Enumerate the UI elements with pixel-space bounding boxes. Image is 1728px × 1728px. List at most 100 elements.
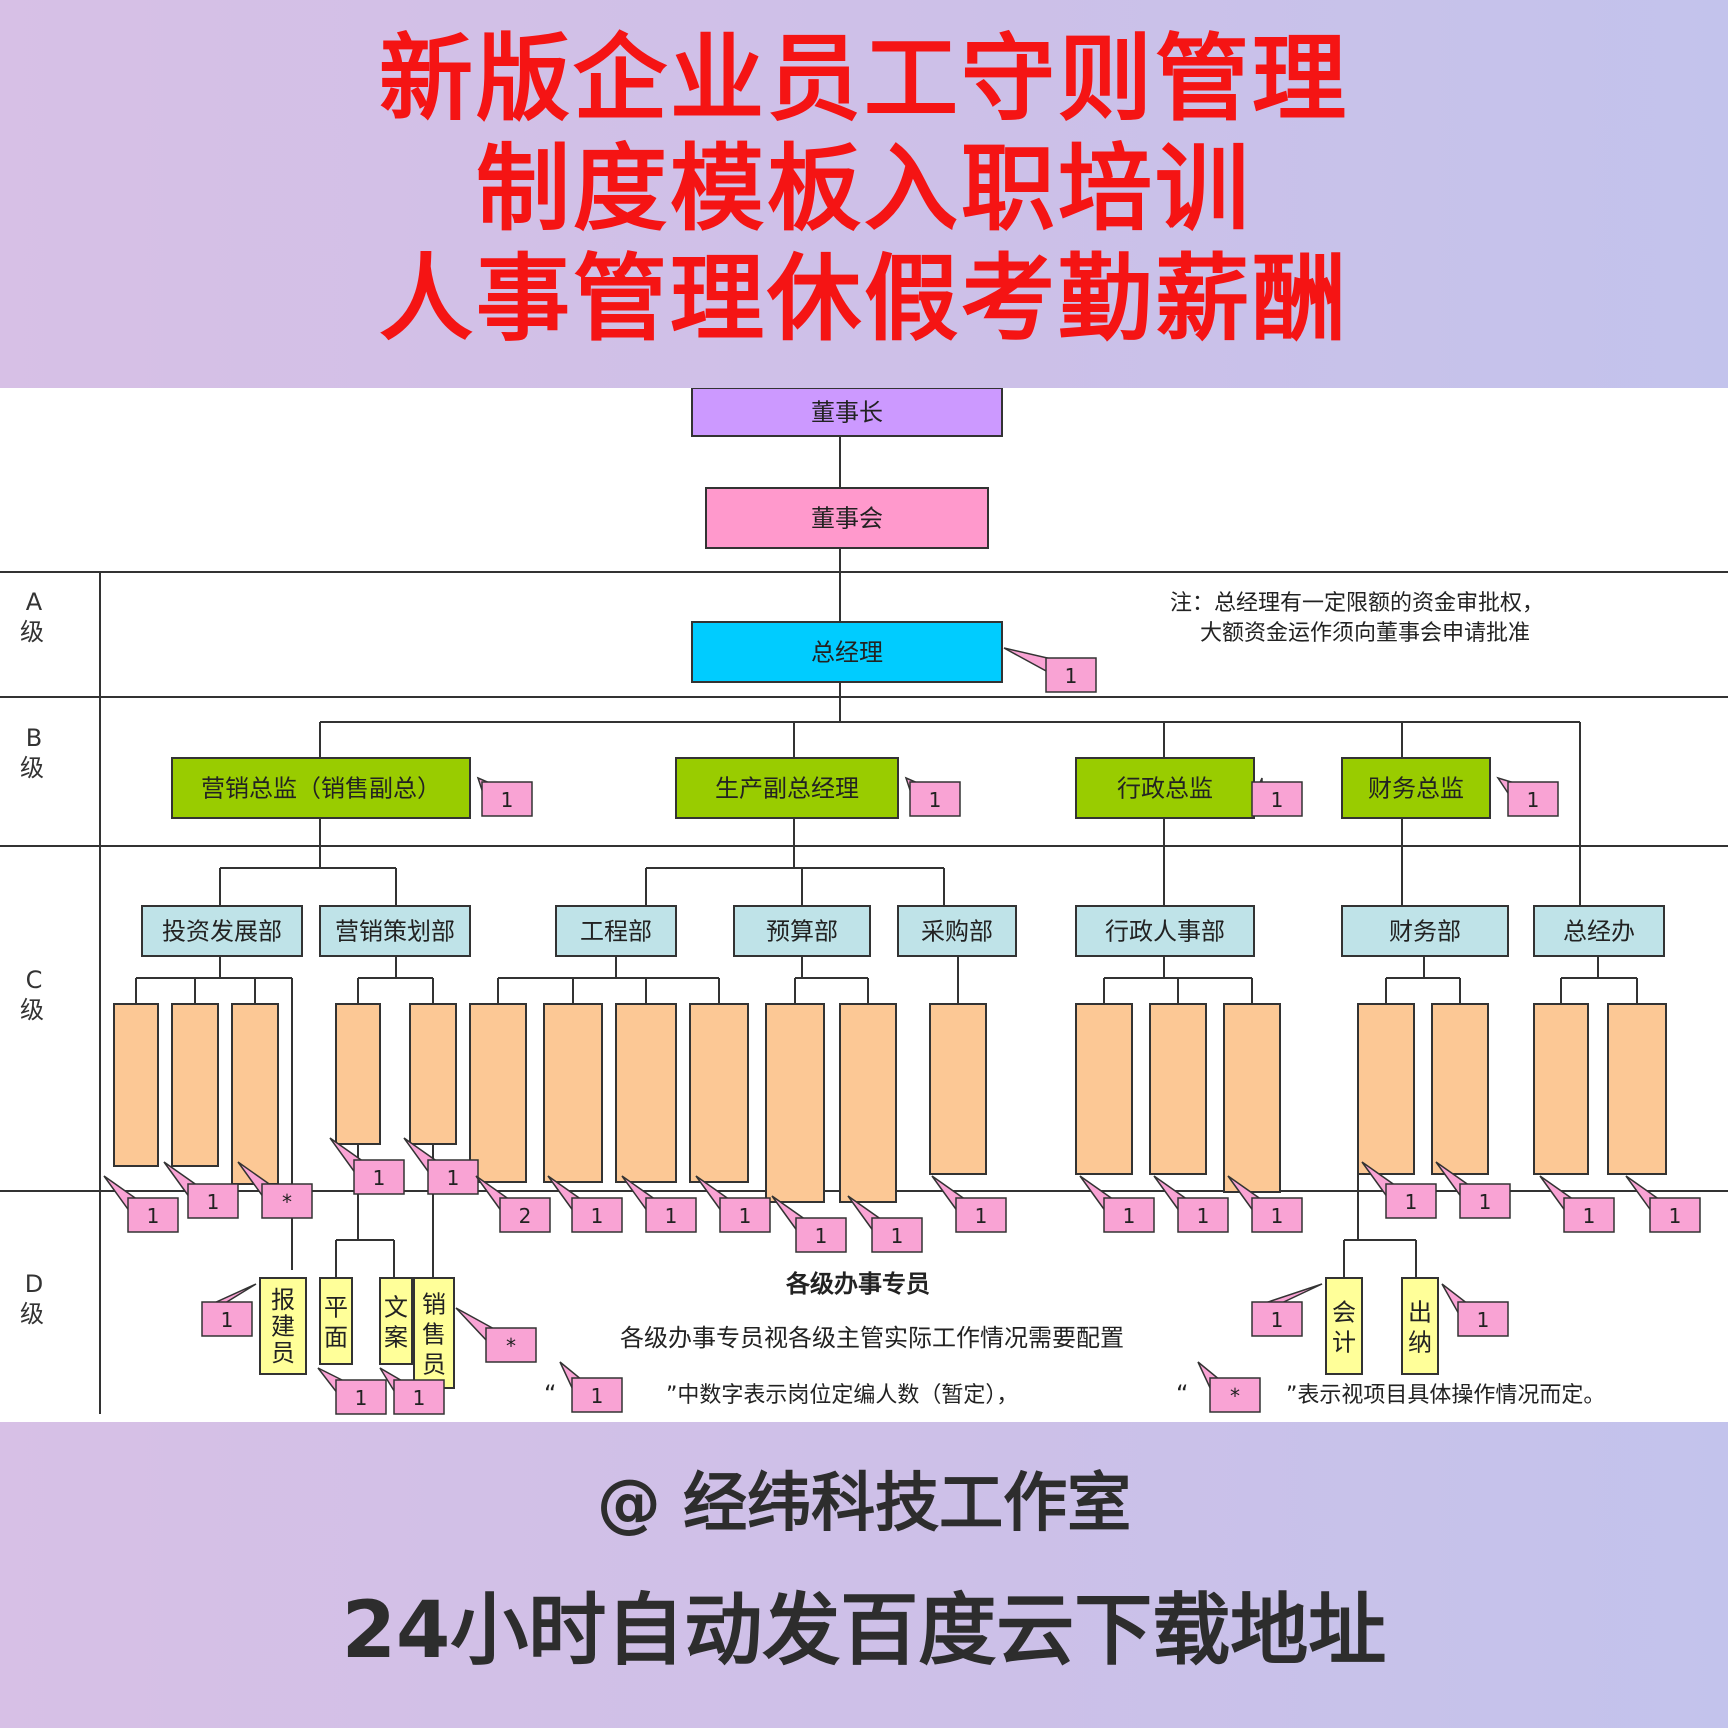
c-post-node <box>1431 1003 1489 1175</box>
c-post-headcount-tag-value: 1 <box>1197 1204 1210 1228</box>
c-department-node-label: 营销策划部 <box>335 918 455 946</box>
c-department-node-label: 总经办 <box>1563 918 1635 946</box>
c-post-headcount-tag-box <box>571 1197 623 1233</box>
c-post-node-box <box>543 1003 603 1183</box>
gm-headcount-tag: 1 <box>1003 647 1097 693</box>
c-department-node-box <box>1341 905 1509 957</box>
general-manager-node-label: 总经理 <box>811 639 883 667</box>
c-department-node-box <box>1075 905 1255 957</box>
c-post-headcount-tag-value: 1 <box>1405 1190 1418 1214</box>
legend-text-count: ”中数字表示岗位定编人数（暂定）， <box>666 1383 1018 1408</box>
d-staff-node-box <box>1325 1277 1363 1375</box>
c-post-headcount-tag: 1 <box>621 1175 697 1233</box>
c-post-node <box>1357 1003 1415 1175</box>
d-staff-headcount-tag-value: 1 <box>1271 1308 1284 1332</box>
b-level-headcount-tag-value: 1 <box>1527 788 1540 812</box>
c-post-headcount-tag: 1 <box>695 1175 771 1233</box>
c-department-node-box <box>1533 905 1665 957</box>
c-post-headcount-tag: 2 <box>475 1175 551 1233</box>
c-department-node: 预算部 <box>733 905 871 957</box>
c-post-headcount-tag: 1 <box>1361 1161 1437 1219</box>
c-post-node <box>839 1003 897 1203</box>
d-staff-headcount-tag-box <box>201 1301 253 1337</box>
d-staff-headcount-tag-value: 1 <box>1477 1308 1490 1332</box>
b-level-headcount-tag-value: 1 <box>501 788 514 812</box>
b-level-node-label: 营销总监（销售副总） <box>201 775 441 803</box>
d-staff-node-box <box>379 1277 413 1365</box>
d-staff-headcount-tag-box <box>1251 1301 1303 1337</box>
c-post-headcount-tag: 1 <box>403 1137 479 1195</box>
d-staff-headcount-tag-box <box>393 1379 445 1415</box>
d-staff-node: 销售员 <box>413 1277 455 1389</box>
legend-text-star: ”表示视项目具体操作情况而定。 <box>1286 1383 1605 1408</box>
c-post-node <box>335 1003 381 1145</box>
board-node-label: 董事会 <box>811 505 883 533</box>
legend-sample-count-tag-box <box>571 1377 623 1413</box>
c-post-node-box <box>929 1003 987 1175</box>
c-post-headcount-tag-value: 1 <box>207 1190 220 1214</box>
c-department-node-label: 预算部 <box>766 918 838 946</box>
d-staff-node-label: 平面 <box>324 1294 348 1352</box>
d-staff-headcount-tag-value: 1 <box>355 1386 368 1410</box>
b-level-headcount-tag: 1 <box>476 776 533 817</box>
b-level-node-box <box>675 757 899 819</box>
c-post-headcount-tag-box <box>645 1197 697 1233</box>
b-level-headcount-tag-box <box>909 781 961 817</box>
chairman-node-label: 董事长 <box>811 399 883 427</box>
b-level-node-label: 行政总监 <box>1117 775 1213 803</box>
c-post-node-box <box>335 1003 381 1145</box>
c-post-headcount-tag-value: 2 <box>519 1204 532 1228</box>
d-staff-node-label: 销售员 <box>422 1291 446 1379</box>
chairman-node-box <box>691 388 1003 437</box>
c-post-headcount-tag: 1 <box>847 1195 923 1253</box>
c-post-headcount-tag-box <box>353 1159 405 1195</box>
legend-sample-count-tag: 1 <box>559 1361 623 1413</box>
d-staff-node-label: 报建员 <box>271 1286 295 1367</box>
d-staff-headcount-tag-box <box>485 1327 537 1363</box>
c-post-headcount-tag: 1 <box>1227 1175 1303 1233</box>
c-post-headcount-tag-box <box>955 1197 1007 1233</box>
d-staff-node-box <box>319 1277 353 1365</box>
legend-sample-star-tag-box <box>1209 1377 1261 1413</box>
c-post-headcount-tag-value: 1 <box>1669 1204 1682 1228</box>
level-letter: D <box>25 1270 43 1298</box>
c-post-headcount-tag-value: 1 <box>147 1204 160 1228</box>
b-level-node: 行政总监 <box>1075 757 1255 819</box>
c-department-node: 营销策划部 <box>319 905 471 957</box>
c-post-node-box <box>1357 1003 1415 1175</box>
c-department-node-label: 行政人事部 <box>1105 918 1225 946</box>
c-post-node-box <box>1431 1003 1489 1175</box>
d-staff-headcount-tag-value: 1 <box>221 1308 234 1332</box>
c-department-node-box <box>897 905 1017 957</box>
c-post-headcount-tag: 1 <box>1153 1175 1229 1233</box>
c-department-node: 投资发展部 <box>141 905 303 957</box>
c-post-node <box>1533 1003 1589 1175</box>
c-department-node-box <box>319 905 471 957</box>
c-post-node-box <box>615 1003 677 1183</box>
d-staff-node: 平面 <box>319 1277 353 1365</box>
c-post-node <box>113 1003 159 1167</box>
legend-description: 各级办事专员视各级主管实际工作情况需要配置 <box>620 1324 1124 1352</box>
c-post-headcount-tag-box <box>187 1183 239 1219</box>
b-level-headcount-tag-box <box>1507 781 1559 817</box>
c-post-node-box <box>1149 1003 1207 1175</box>
c-post-headcount-tag-value: 1 <box>591 1204 604 1228</box>
c-post-headcount-tag-value: 1 <box>373 1166 386 1190</box>
c-post-node-box <box>469 1003 527 1183</box>
c-post-headcount-tag-box <box>499 1197 551 1233</box>
legend-quote-open: “ <box>544 1380 556 1408</box>
c-department-node: 工程部 <box>555 905 677 957</box>
c-department-node-box <box>141 905 303 957</box>
note-line-1: 注：总经理有一定限额的资金审批权， <box>1170 591 1544 616</box>
c-post-headcount-tag-box <box>1251 1197 1303 1233</box>
b-level-headcount-tag: 1 <box>1251 777 1303 817</box>
level-letter: B <box>26 724 42 752</box>
note-line-2: 大额资金运作须向董事会申请批准 <box>1200 621 1530 646</box>
board-node: 董事会 <box>705 487 989 549</box>
c-post-node <box>929 1003 987 1175</box>
b-level-node: 财务总监 <box>1341 757 1491 819</box>
c-post-headcount-tag-box <box>871 1217 923 1253</box>
level-letter: C <box>26 966 43 994</box>
footer-studio: @ 经纬科技工作室 <box>596 1467 1132 1541</box>
c-post-node <box>765 1003 825 1203</box>
